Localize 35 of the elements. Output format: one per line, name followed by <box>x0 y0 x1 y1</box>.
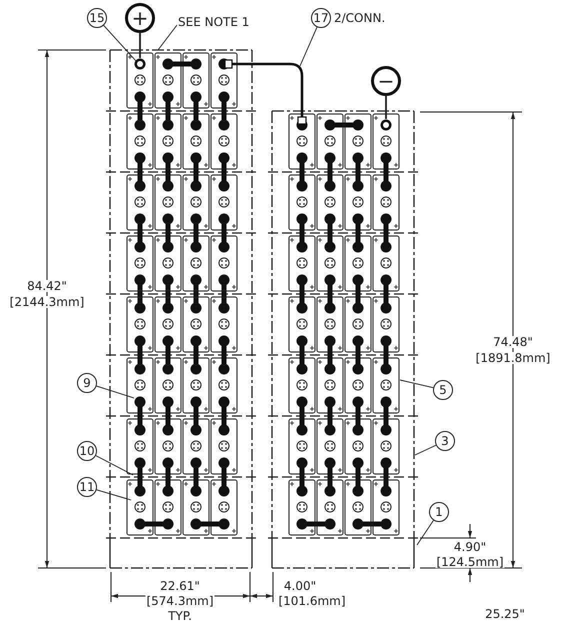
leader-line <box>300 26 318 66</box>
dimension-text: 22.61" <box>159 580 201 592</box>
terminal-lead <box>139 33 141 58</box>
leader-line <box>95 455 134 476</box>
dimension-text: 84.42" <box>26 280 68 292</box>
leader-line <box>96 489 132 500</box>
leader-line <box>400 380 434 388</box>
callout-number: 3 <box>435 431 455 451</box>
callout-number: 17 <box>311 8 331 28</box>
note-text: SEE NOTE 1 <box>177 16 250 28</box>
callout-number: 10 <box>77 441 97 461</box>
dimension-text: [1891.8mm] <box>474 352 552 364</box>
dimension-text: [2144.3mm] <box>8 296 86 308</box>
dimension-text: 25.25" <box>484 608 526 620</box>
dimension-text: [101.6mm] <box>277 595 347 607</box>
dimension-text: 74.48" <box>492 336 534 348</box>
leader-line <box>414 444 436 456</box>
callout-number: 1 <box>429 502 449 522</box>
leader-line <box>103 24 136 62</box>
leader-line <box>158 24 178 50</box>
callout-number: 5 <box>433 380 453 400</box>
callout-number: 15 <box>87 8 107 28</box>
dimension-text: [574.3mm] <box>145 595 215 607</box>
leader-line <box>416 520 434 546</box>
dimension-text: 4.90" <box>452 541 488 553</box>
callout-number: 11 <box>77 477 97 497</box>
dimension-text: 4.00" <box>282 580 318 592</box>
callout-number: 9 <box>77 373 97 393</box>
dimension-text: [124.5mm] <box>435 556 505 568</box>
terminal-lead <box>385 96 387 119</box>
leader-line <box>96 386 134 398</box>
terminal-symbol: + <box>125 3 155 33</box>
dimension-text: TYP. <box>167 610 193 622</box>
callout-text: 2/CONN. <box>333 12 386 24</box>
terminal-symbol: − <box>371 66 401 96</box>
